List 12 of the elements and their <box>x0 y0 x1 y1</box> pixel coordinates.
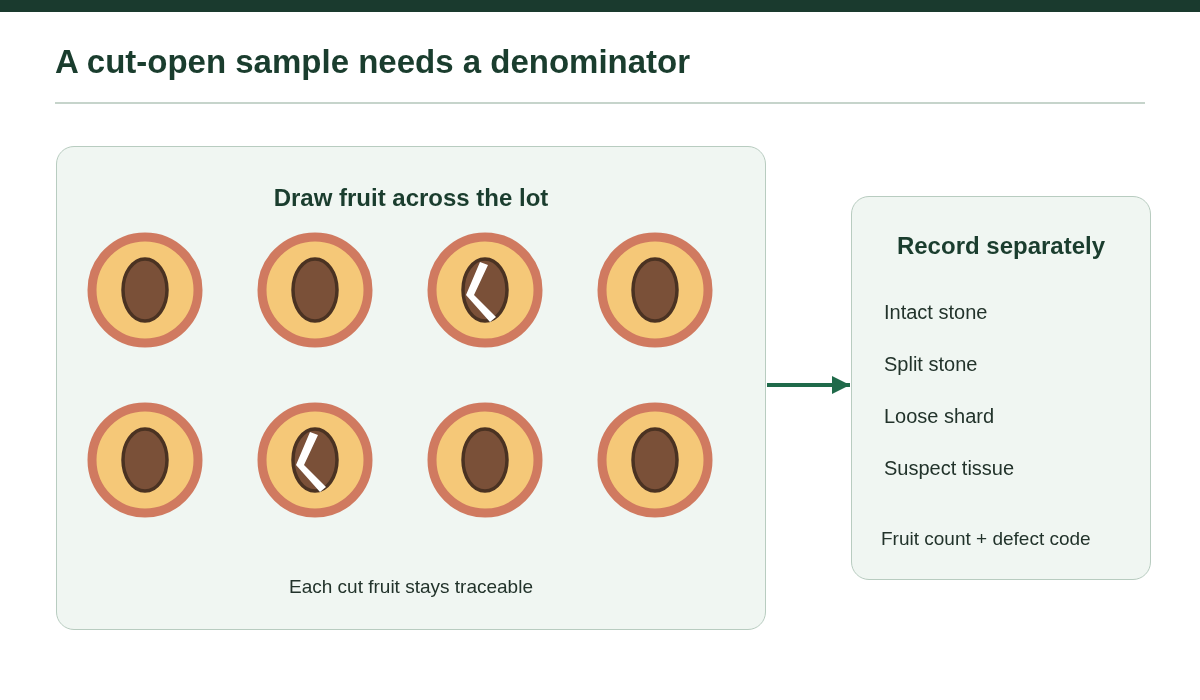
panel <box>851 196 1151 580</box>
panel <box>56 146 766 630</box>
panel-heading: Draw fruit across the lot <box>272 184 550 213</box>
note-text: Fruit count + defect code <box>881 528 1091 551</box>
category-label: Loose shard <box>884 404 995 428</box>
arrow <box>767 376 850 394</box>
title: A cut-open sample needs a denominator <box>55 43 691 81</box>
category-label: Suspect tissue <box>884 456 1015 480</box>
note-text: Each cut fruit stays traceable <box>288 576 534 599</box>
panel-heading: Record separately <box>895 232 1107 261</box>
category-label: Split stone <box>884 352 978 376</box>
category-label: Intact stone <box>884 300 988 324</box>
